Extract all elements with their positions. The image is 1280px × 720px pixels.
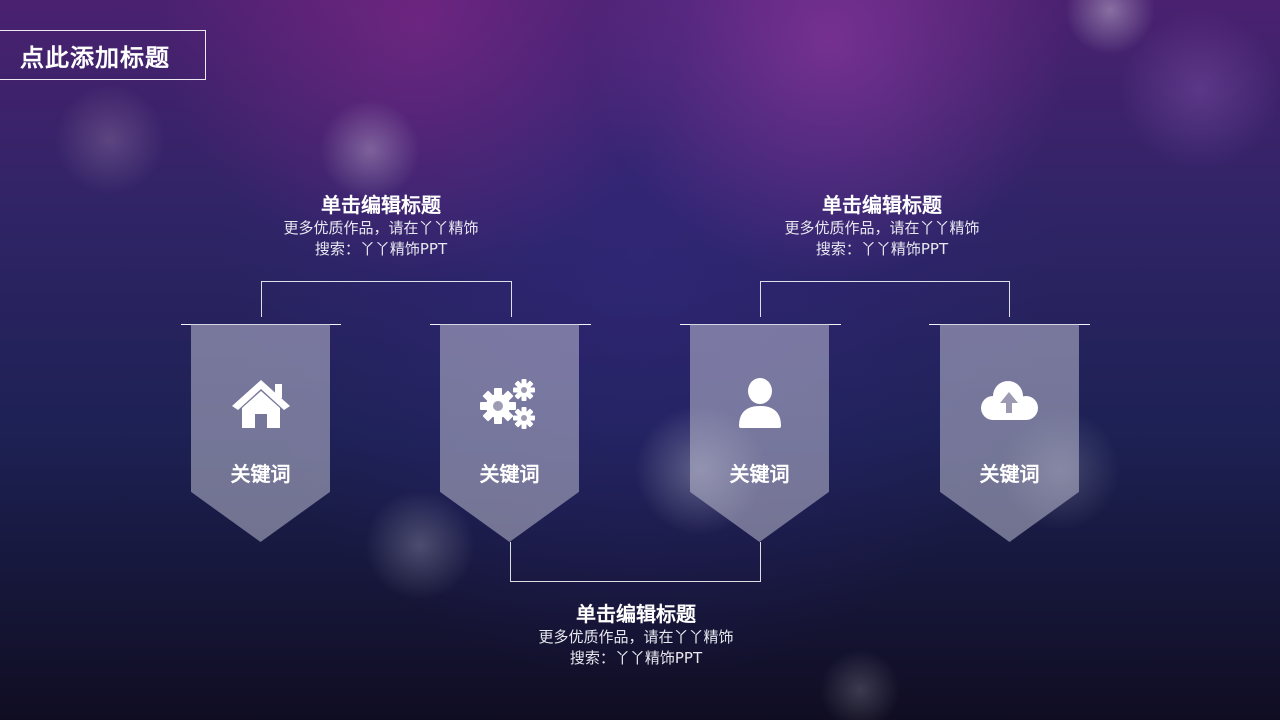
keyword-ribbon-cloud-upload[interactable]: 关键词 xyxy=(940,324,1079,542)
keyword-label: 关键词 xyxy=(479,462,540,486)
connector-bracket-left xyxy=(261,281,512,317)
user-icon xyxy=(690,376,829,430)
group-heading[interactable]: 单击编辑标题 xyxy=(576,602,696,626)
group-description[interactable]: 更多优质作品，请在丫丫精饰 xyxy=(784,219,980,237)
keyword-ribbon-gears[interactable]: 关键词 xyxy=(440,324,579,542)
gears-icon xyxy=(440,376,579,432)
connector-bracket-right xyxy=(760,281,1010,317)
connector-bracket-bottom xyxy=(510,542,761,582)
group-description[interactable]: 搜索：丫丫精饰PPT xyxy=(815,240,949,258)
group-description[interactable]: 搜索：丫丫精饰PPT xyxy=(314,240,448,258)
group-description[interactable]: 搜索：丫丫精饰PPT xyxy=(569,649,703,667)
keyword-label: 关键词 xyxy=(729,462,790,486)
keyword-label: 关键词 xyxy=(979,462,1040,486)
group-description[interactable]: 更多优质作品，请在丫丫精饰 xyxy=(538,628,734,646)
keyword-ribbon-user[interactable]: 关键词 xyxy=(690,324,829,542)
keyword-ribbon-home[interactable]: 关键词 xyxy=(191,324,330,542)
text-group-left: 单击编辑标题 更多优质作品，请在丫丫精饰 搜索：丫丫精饰PPT xyxy=(251,192,511,260)
home-icon xyxy=(191,376,330,430)
group-description[interactable]: 更多优质作品，请在丫丫精饰 xyxy=(283,219,479,237)
text-group-right: 单击编辑标题 更多优质作品，请在丫丫精饰 搜索：丫丫精饰PPT xyxy=(752,192,1012,260)
keyword-label: 关键词 xyxy=(230,462,291,486)
cloud-upload-icon xyxy=(940,376,1079,430)
text-group-bottom: 单击编辑标题 更多优质作品，请在丫丫精饰 搜索：丫丫精饰PPT xyxy=(506,601,766,669)
group-heading[interactable]: 单击编辑标题 xyxy=(822,193,942,217)
slide-title[interactable]: 点此添加标题 xyxy=(0,30,206,80)
group-heading[interactable]: 单击编辑标题 xyxy=(321,193,441,217)
